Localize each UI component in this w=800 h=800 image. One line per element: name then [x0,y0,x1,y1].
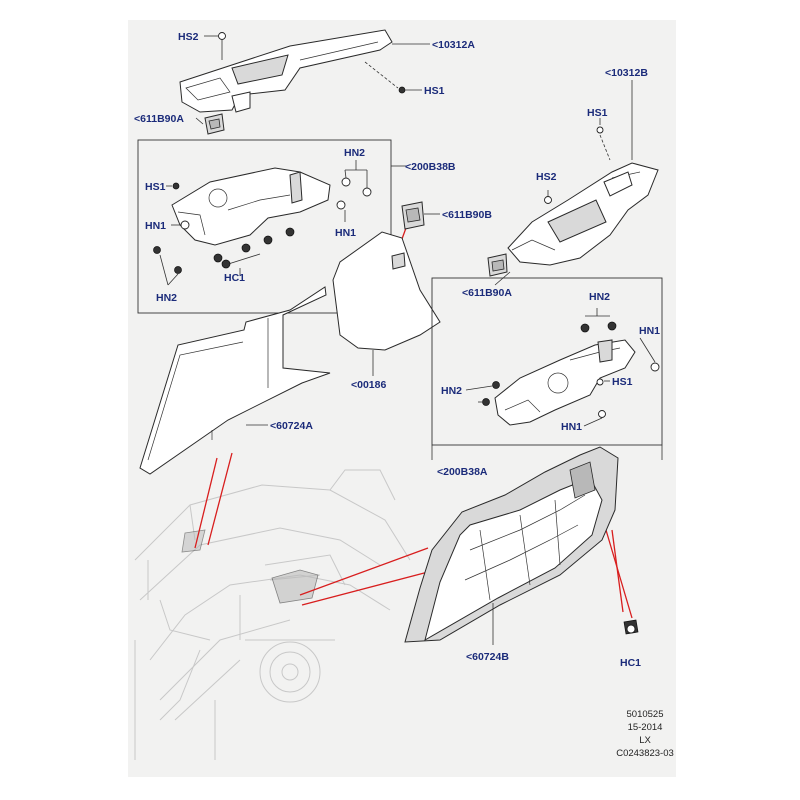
part-10312A[interactable] [179,29,406,113]
fasteners-left-box [153,177,372,274]
label-hn1-right: HN1 [639,325,660,337]
footer-line-2: 15-2014 [628,722,663,733]
part-00186[interactable] [332,231,441,376]
label-200B38A: <200B38A [437,466,488,478]
label-611B90A-right: <611B90A [462,287,512,299]
label-10312B: <10312B [605,67,648,79]
label-hs1-top: HS1 [424,85,445,97]
part-200B38A[interactable] [494,308,636,426]
part-200B38B[interactable] [171,167,331,267]
label-hc1-right: HC1 [620,657,641,669]
label-hn2-right-top: HN2 [589,291,610,303]
part-10312B[interactable] [507,126,659,266]
label-200B38B: <200B38B [405,161,456,173]
leader-lines [159,35,663,460]
part-611B90A-right[interactable] [487,253,508,277]
label-611B90A-top: <611B90A [134,113,184,125]
label-hs1-right: HS1 [587,107,608,119]
label-hn2-right-mid: HN2 [441,385,462,397]
drawing-footer: 5010525 15-2014 LX C0243823-03 [616,709,674,759]
part-60724B[interactable] [404,446,619,645]
label-hn1-left-a: HN1 [145,220,166,232]
label-hs1-left: HS1 [145,181,166,193]
part-60724A[interactable] [139,286,331,475]
label-hn1-right-bottom: HN1 [561,421,582,433]
part-hc1-clip[interactable] [623,619,639,635]
label-hn2-left: HN2 [344,147,365,159]
footer-line-3: LX [639,735,651,746]
footer-line-1: 5010525 [627,709,664,720]
footer-line-4: C0243823-03 [616,748,674,759]
label-hn1-left-b: HN1 [335,227,356,239]
callout-lines [194,227,633,619]
group-box-200B38B [137,139,392,314]
part-611B90B[interactable] [401,201,425,230]
label-60724A: <60724A [270,420,313,432]
part-labels: HS2 <10312A HS1 <611B90A <10312B HS1 HN2… [134,31,660,669]
vehicle-outline [134,469,411,760]
label-611B90B: <611B90B [442,209,492,221]
fasteners-right-box [482,321,660,418]
part-611B90A-top[interactable] [204,113,225,135]
label-10312A: <10312A [432,39,475,51]
label-60724B: <60724B [466,651,509,663]
label-00186: <00186 [351,379,386,391]
label-hn2-left-bottom: HN2 [156,292,177,304]
label-hc1-left: HC1 [224,272,245,284]
label-hs2-right: HS2 [536,171,557,183]
label-hs1-right-mid: HS1 [612,376,633,388]
label-hs2-top: HS2 [178,31,199,43]
group-box-200B38A [431,277,663,446]
